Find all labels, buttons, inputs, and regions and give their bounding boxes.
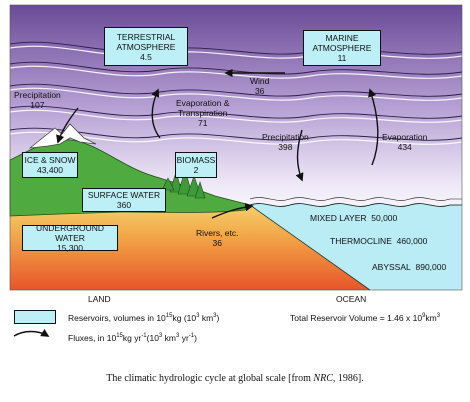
trees (161, 168, 206, 199)
cloud-wave-lines (9, 45, 463, 145)
evapotranspiration-value: 71 (197, 118, 208, 128)
legend-reservoirs-prefix: Reservoirs, volumes in 10 (68, 313, 166, 323)
abyssal-label: ABYSSAL 890,000 (372, 262, 446, 272)
surface-water-box: SURFACE WATER 360 (82, 188, 166, 212)
ice-snow-box: ICE & SNOW 43,400 (22, 152, 78, 178)
marine-atmosphere-value: 11 (337, 53, 347, 63)
terrestrial-atmosphere-label-1: TERRESTRIAL (116, 31, 176, 42)
wind-value: 36 (254, 86, 265, 96)
legend-reservoirs-exp3: 3 (213, 313, 217, 320)
evaporation-ocean-value: 434 (397, 142, 412, 152)
legend-fluxes-suffix: ) (194, 333, 197, 343)
evaporation-ocean-arrow (368, 88, 379, 166)
terrestrial-atmosphere-box: TERRESTRIAL ATMOSPHERE 4.5 (104, 27, 188, 66)
legend-reservoirs-mid2: km (199, 313, 214, 323)
underground-soil (10, 190, 370, 290)
precip-land-name: Precipitation (14, 90, 61, 100)
legend-fluxes-mid4: yr (179, 333, 189, 343)
legend-fluxes-exp1: 15 (116, 333, 123, 340)
evapotranspiration-flux-label: Evaporation & Transpiration 71 (176, 98, 229, 128)
flux-arrows (56, 68, 379, 219)
diagram-frame (9, 4, 463, 291)
underground-water-value: 15,300 (57, 243, 83, 253)
legend-reservoirs-exp2: 3 (196, 313, 200, 320)
precip-ocean-arrow (295, 129, 304, 182)
legend-total-exp2: 3 (436, 313, 441, 320)
legend-reservoirs-exp1: 15 (165, 313, 173, 320)
thermocline-name: THERMOCLINE (330, 236, 392, 246)
rivers-arrow (211, 202, 254, 219)
legend-total-text: Total Reservoir Volume = 1.46 x 109km3 (290, 313, 440, 323)
wind-name: Wind (250, 76, 270, 86)
legend-fluxes-mid: kg yr (122, 333, 142, 343)
dark-wave-lines (9, 41, 463, 141)
continental-shelf (249, 204, 371, 291)
biomass-label: BIOMASS (176, 155, 216, 165)
precip-ocean-flux-label: Precipitation 398 (262, 132, 309, 152)
mixed-layer-name: MIXED LAYER (310, 213, 367, 223)
underground-water-box: UNDERGROUND WATER 15,300 (22, 223, 118, 253)
legend-total-exp1: 9 (422, 313, 426, 320)
thermocline-value: 460,000 (396, 236, 428, 246)
rivers-value: 36 (212, 238, 222, 248)
caption-suffix: , 1986]. (332, 373, 364, 384)
legend-fluxes-mid2: (10 (146, 333, 159, 343)
terrestrial-atmosphere-value: 4.5 (140, 51, 152, 62)
caption-prefix: The climatic hydrologic cycle at global … (106, 373, 314, 384)
legend-reservoirs-suffix: ) (216, 313, 220, 323)
legend-total-mid: km (425, 313, 437, 323)
precip-ocean-name: Precipitation (262, 132, 309, 142)
land-axis-label: LAND (88, 294, 111, 304)
ice-snow-label: ICE & SNOW (24, 155, 76, 165)
evapotranspiration-arrow (151, 88, 161, 139)
evaporation-ocean-name: Evaporation (382, 132, 428, 142)
thermocline-label: THERMOCLINE 460,000 (330, 236, 427, 246)
legend-fluxes-text: Fluxes, in 1015kg yr-1(103 km3 yr-1) (68, 333, 197, 343)
caption-source: NRC (313, 373, 333, 384)
ice-snow-value: 43,400 (37, 165, 63, 175)
legend-reservoirs-text: Reservoirs, volumes in 1015kg (103 km3) (68, 313, 219, 323)
biomass-box: BIOMASS 2 (175, 152, 217, 178)
evaporation-ocean-flux-label: Evaporation 434 (382, 132, 427, 152)
terrestrial-atmosphere-label-2: ATMOSPHERE (116, 41, 176, 52)
legend-fluxes-exp4: 3 (176, 333, 180, 340)
precip-land-flux-label: Precipitation 107 (14, 90, 61, 110)
legend-fluxes-mid3: km (162, 333, 176, 343)
surface-water-value: 360 (116, 200, 132, 210)
legend-total-prefix: Total Reservoir Volume = 1.46 x 10 (290, 313, 423, 323)
ocean (250, 203, 462, 290)
legend-fluxes-exp3: 3 (158, 333, 163, 340)
abyssal-value: 890,000 (415, 262, 447, 272)
precip-land-value: 107 (30, 100, 45, 110)
marine-atmosphere-label-2: ATMOSPHERE (312, 43, 372, 53)
mixed-layer-value: 50,000 (371, 213, 398, 223)
precip-ocean-value: 398 (278, 142, 293, 152)
evapotranspiration-name-2: Transpiration (178, 108, 228, 118)
legend-reservoir-swatch (14, 310, 56, 324)
surface-water-label: SURFACE WATER (87, 190, 161, 200)
mixed-layer-label: MIXED LAYER 50,000 (310, 213, 397, 223)
ocean-surface-waves (249, 203, 462, 207)
precip-land-arrow (56, 107, 79, 144)
legend-fluxes-prefix: Fluxes, in 10 (68, 333, 117, 343)
marine-atmosphere-box: MARINE ATMOSPHERE 11 (303, 30, 381, 66)
legend-fluxes-exp5: -1 (188, 333, 195, 340)
legend-flux-arrow (13, 328, 50, 337)
underground-water-label: UNDERGROUND WATER (36, 223, 104, 243)
rivers-flux-label: Rivers, etc. 36 (196, 228, 239, 248)
figure-caption: The climatic hydrologic cycle at global … (0, 373, 470, 384)
biomass-value: 2 (193, 165, 199, 175)
rivers-name: Rivers, etc. (196, 228, 239, 238)
ocean-axis-label: OCEAN (336, 294, 367, 304)
legend-reservoirs-mid: kg (10 (172, 313, 197, 323)
ocean-surface-waves-2 (249, 197, 462, 201)
evapotranspiration-name-1: Evaporation & (176, 98, 230, 108)
abyssal-name: ABYSSAL (372, 262, 411, 272)
marine-atmosphere-label-1: MARINE (325, 33, 359, 43)
wind-flux-label: Wind 36 (250, 76, 269, 96)
legend-fluxes-exp2: -1 (141, 333, 147, 340)
